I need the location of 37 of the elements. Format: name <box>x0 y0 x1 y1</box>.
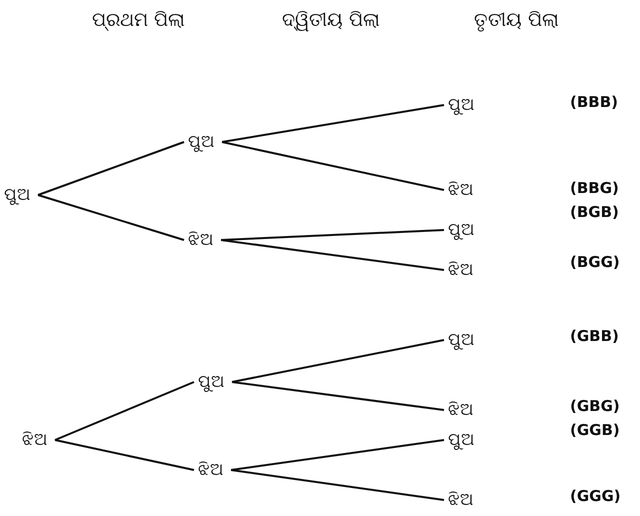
outcome-label: (BGB) <box>570 202 619 222</box>
outcome-label: (GBG) <box>570 396 620 416</box>
node-label: ଝିଅ <box>446 489 475 511</box>
outcome-label: (BGG) <box>570 252 620 272</box>
outcome-label: (BBB) <box>570 92 618 112</box>
column-heading: ତୃତୀୟ ପିଲା <box>474 8 560 32</box>
column-heading: ଦ୍ୱିତୀୟ ପିଲା <box>282 8 380 32</box>
outcome-label: (GGG) <box>570 486 621 506</box>
node-label: ପୁଅ <box>446 219 476 241</box>
branch-line <box>232 381 444 411</box>
branch-line <box>38 141 184 196</box>
node-label: ପୁଅ <box>186 131 216 153</box>
branch-line <box>38 194 184 241</box>
branch-line <box>54 439 194 471</box>
node-label: ଝିଅ <box>446 179 475 201</box>
node-label: ଝିଅ <box>446 399 475 421</box>
node-label: ପୁଅ <box>196 371 226 393</box>
node-label: ଝିଅ <box>186 229 215 251</box>
branch-line <box>232 339 444 383</box>
node-label: ପୁଅ <box>446 429 476 451</box>
node-label: ପୁଅ <box>2 184 32 206</box>
node-label: ଝିଅ <box>20 429 49 451</box>
node-label: ଝିଅ <box>196 459 225 481</box>
outcome-label: (BBG) <box>570 178 619 198</box>
node-label: ପୁଅ <box>446 329 476 351</box>
branch-line <box>54 381 194 441</box>
node-label: ପୁଅ <box>446 94 476 116</box>
column-heading: ପ୍ରଥମ ପିଲା <box>92 8 186 32</box>
outcome-label: (GBB) <box>570 326 619 346</box>
branch-line <box>220 239 444 271</box>
branch-line <box>222 141 444 191</box>
branch-line <box>220 229 444 241</box>
outcome-label: (GGB) <box>570 420 620 440</box>
branch-line <box>230 439 444 471</box>
node-label: ଝିଅ <box>446 259 475 281</box>
branch-line <box>222 104 444 143</box>
branch-line <box>230 469 444 501</box>
